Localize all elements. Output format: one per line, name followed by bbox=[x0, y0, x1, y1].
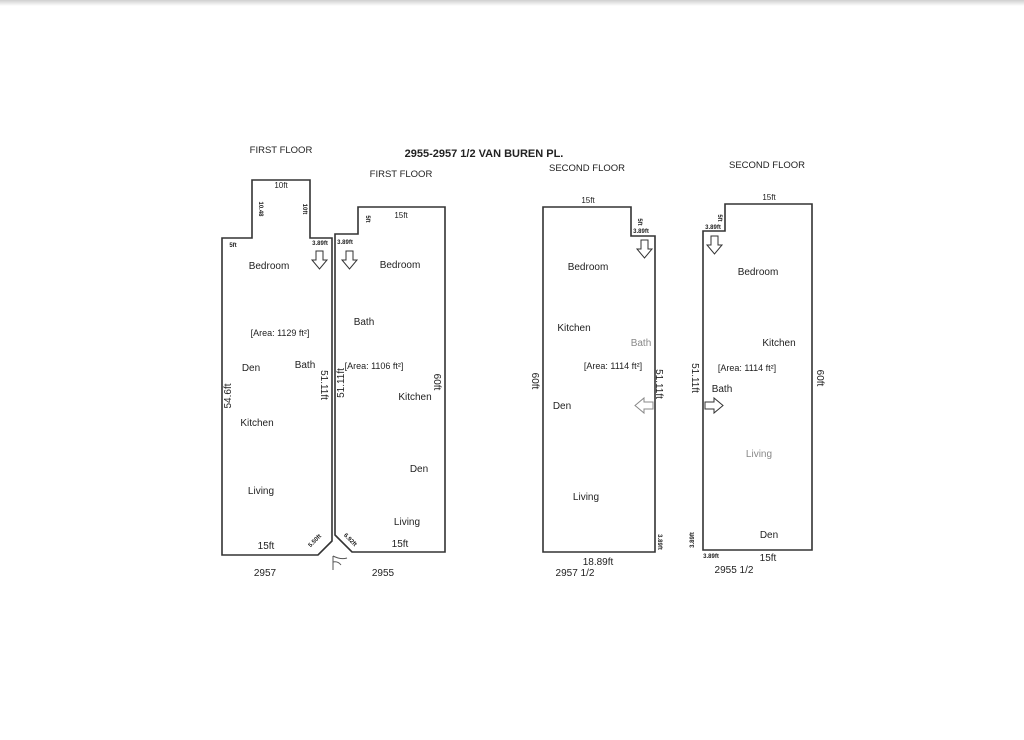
room-bedroom: Bedroom bbox=[568, 262, 609, 273]
dim-bottom: 15ft bbox=[258, 541, 275, 552]
unit-number: 2957 bbox=[254, 568, 277, 579]
room-den: Den bbox=[553, 401, 571, 412]
dim-corner: 3.89ft bbox=[656, 534, 662, 550]
floor-outline bbox=[702, 203, 813, 551]
room-bath: Bath bbox=[631, 338, 652, 349]
floor-outline bbox=[221, 179, 333, 556]
floor-label: FIRST FLOOR bbox=[370, 169, 433, 180]
dim-left-notch: 10.48 bbox=[257, 201, 263, 217]
dim-notch: 5ft bbox=[636, 218, 642, 225]
plan-2955-first-floor: FIRST FLOOR 5ft 15ft 3.89ft 51.11ft 60ft… bbox=[334, 169, 446, 579]
dim-entry: 3.89ft bbox=[633, 229, 649, 235]
dim-notch: 5ft bbox=[716, 214, 722, 221]
dim-bottom: 15ft bbox=[760, 553, 777, 564]
room-living: Living bbox=[573, 492, 599, 503]
room-living: Living bbox=[394, 517, 420, 528]
dim-notch: 5ft bbox=[364, 215, 370, 222]
dim-entry: 3.89ft bbox=[337, 240, 353, 246]
area-label: [Area: 1114 ft²] bbox=[718, 363, 776, 373]
dim-bottom: 15ft bbox=[392, 539, 409, 550]
room-kitchen: Kitchen bbox=[240, 418, 273, 429]
room-living: Living bbox=[248, 486, 274, 497]
dim-corner: 3.89ft bbox=[690, 532, 696, 548]
sheet-title: 2955-2957 1/2 VAN BUREN PL. bbox=[405, 148, 564, 160]
floor-label: FIRST FLOOR bbox=[250, 145, 313, 156]
room-kitchen: Kitchen bbox=[557, 323, 590, 334]
area-label: [Area: 1114 ft²] bbox=[584, 361, 642, 371]
floor-label: SECOND FLOOR bbox=[549, 163, 625, 174]
plan-2957-half-second-floor: SECOND FLOOR 15ft 5ft 3.89ft 60ft 51.11f… bbox=[529, 163, 664, 579]
dim-entry: 3.89ft bbox=[312, 241, 328, 247]
unit-number: 2957 1/2 bbox=[556, 568, 595, 579]
dim-left: 51.11ft bbox=[336, 368, 347, 398]
arrow-down-icon bbox=[340, 250, 359, 270]
page-top-shading bbox=[0, 0, 1024, 6]
arrow-right-icon bbox=[704, 396, 724, 415]
area-label: [Area: 1129 ft²] bbox=[251, 328, 310, 338]
floor-outline bbox=[334, 206, 446, 553]
room-bath: Bath bbox=[295, 360, 316, 371]
dim-corner-bottom: 3.89ft bbox=[703, 554, 719, 560]
arrow-left-icon bbox=[634, 396, 654, 415]
room-kitchen: Kitchen bbox=[762, 338, 795, 349]
dim-right: 60ft bbox=[814, 370, 825, 387]
area-label: [Area: 1106 ft²] bbox=[345, 361, 404, 371]
room-bath: Bath bbox=[354, 317, 375, 328]
room-living: Living bbox=[746, 449, 772, 460]
entry-door-symbol bbox=[332, 555, 348, 570]
room-den: Den bbox=[760, 530, 778, 541]
room-den: Den bbox=[410, 464, 428, 475]
dim-entry: 3.89ft bbox=[705, 225, 721, 231]
plan-2955-half-second-floor: SECOND FLOOR 15ft 5ft 3.89ft 51.11ft 60f… bbox=[689, 160, 825, 576]
room-den: Den bbox=[242, 363, 260, 374]
dim-bottom: 18.89ft bbox=[583, 557, 614, 568]
arrow-down-icon bbox=[635, 239, 654, 259]
arrow-down-icon bbox=[310, 250, 329, 270]
floor-outline bbox=[542, 206, 656, 553]
dim-left: 51.11ft bbox=[689, 363, 700, 393]
dim-top: 10ft bbox=[274, 181, 288, 190]
room-bedroom: Bedroom bbox=[738, 267, 779, 278]
room-bath: Bath bbox=[712, 384, 733, 395]
dim-top: 15ft bbox=[581, 196, 595, 205]
plan-2957-first-floor: FIRST FLOOR 10ft 10.48 10ft 5ft 3.89ft 5… bbox=[221, 145, 333, 579]
arrow-down-icon bbox=[705, 235, 724, 255]
dim-left: 54.6ft bbox=[223, 383, 234, 408]
dim-right-notch: 10ft bbox=[301, 204, 307, 215]
floor-label: SECOND FLOOR bbox=[729, 160, 805, 171]
dim-top: 15ft bbox=[762, 193, 776, 202]
room-bedroom: Bedroom bbox=[380, 260, 421, 271]
unit-number: 2955 1/2 bbox=[715, 565, 754, 576]
unit-number: 2955 bbox=[372, 568, 395, 579]
dim-right: 60ft bbox=[431, 374, 442, 391]
dim-ledge: 5ft bbox=[229, 243, 236, 249]
dim-left: 60ft bbox=[529, 373, 540, 390]
dim-right: 51.11ft bbox=[653, 369, 664, 399]
room-bedroom: Bedroom bbox=[249, 261, 290, 272]
dim-right: 51.11ft bbox=[318, 370, 329, 400]
dim-top: 15ft bbox=[394, 211, 408, 220]
room-kitchen: Kitchen bbox=[398, 392, 431, 403]
